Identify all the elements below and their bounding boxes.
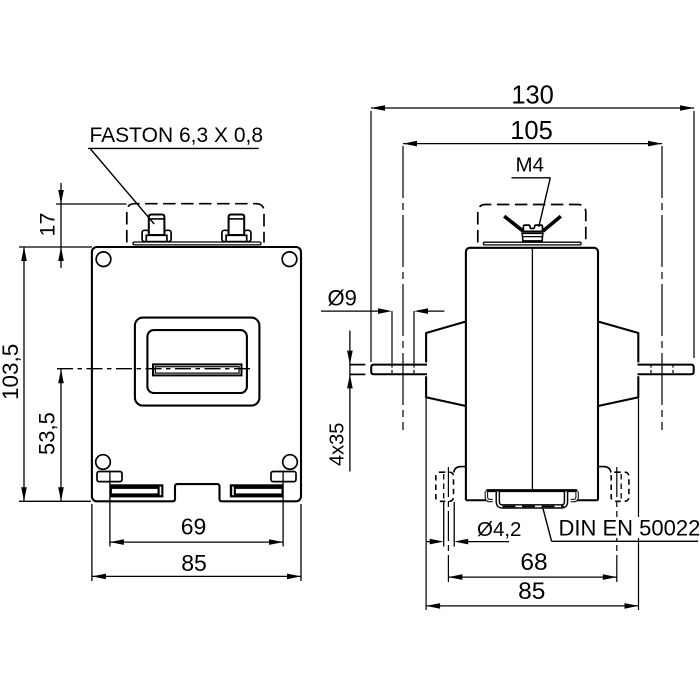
svg-text:130: 130	[511, 81, 554, 109]
svg-text:DIN EN 50022: DIN EN 50022	[559, 516, 700, 541]
svg-text:M4: M4	[516, 154, 544, 177]
svg-text:17: 17	[36, 213, 60, 237]
svg-text:69: 69	[181, 514, 207, 540]
svg-text:Ø4,2: Ø4,2	[477, 518, 521, 541]
svg-text:4x35: 4x35	[327, 423, 349, 466]
svg-text:105: 105	[510, 117, 553, 145]
svg-text:Ø9: Ø9	[328, 286, 357, 311]
svg-text:68: 68	[520, 549, 547, 576]
svg-text:103,5: 103,5	[0, 344, 23, 400]
svg-text:53,5: 53,5	[35, 412, 60, 455]
svg-text:FASTON 6,3 X 0,8: FASTON 6,3 X 0,8	[90, 124, 264, 147]
svg-text:85: 85	[518, 578, 545, 605]
svg-text:85: 85	[181, 550, 207, 576]
